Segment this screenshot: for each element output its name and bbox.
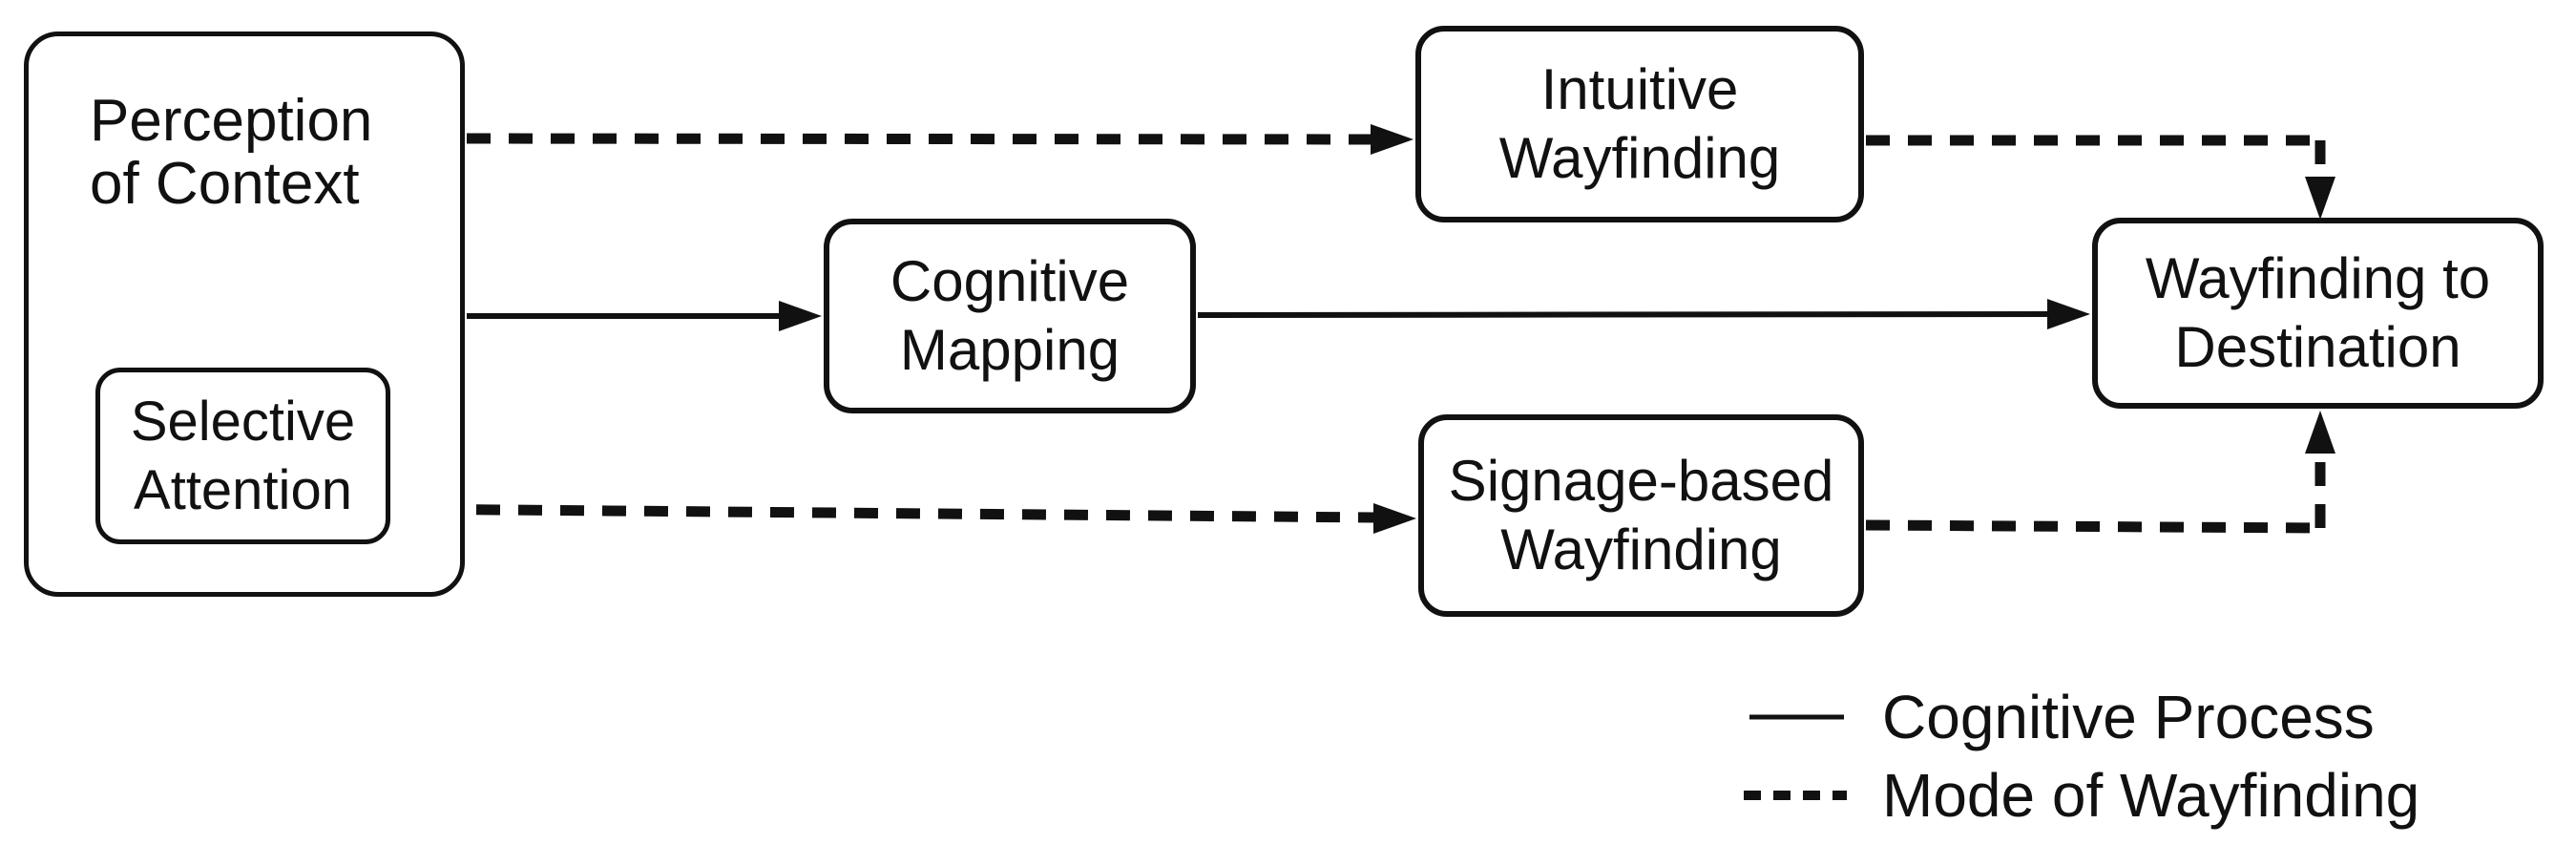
node-signage-based-wayfinding-label: Signage-based Wayfinding xyxy=(1448,449,1834,581)
node-cognitive-mapping-label: Cognitive Mapping xyxy=(890,249,1130,382)
node-selective-attention: Selective Attention xyxy=(95,368,390,544)
solid-line-swatch-icon xyxy=(1749,714,1844,720)
node-intuitive-wayfinding-label: Intuitive Wayfinding xyxy=(1498,57,1781,190)
legend-item-mode-of-wayfinding: Mode of Wayfinding xyxy=(1737,762,2419,829)
node-wayfinding-to-destination: Wayfinding to Destination xyxy=(2092,218,2544,409)
edge-cognitive-to-destination xyxy=(1197,299,2090,329)
legend-item-cognitive-process: Cognitive Process xyxy=(1737,684,2419,750)
node-signage-based-wayfinding: Signage-based Wayfinding xyxy=(1418,414,1864,617)
edge-signage-to-destination xyxy=(1865,411,2335,534)
edge-selective-to-signage xyxy=(391,503,1416,534)
edge-perception-to-cognitive xyxy=(467,301,822,331)
node-perception-of-context-label: Perception of Context xyxy=(90,88,373,217)
node-selective-attention-label: Selective Attention xyxy=(130,390,356,521)
edge-perception-to-intuitive xyxy=(466,124,1414,155)
dashed-line-swatch-icon xyxy=(1744,791,1847,800)
legend-label-mode-of-wayfinding: Mode of Wayfinding xyxy=(1882,761,2420,830)
legend: Cognitive Process Mode of Wayfinding xyxy=(1737,684,2419,829)
legend-label-cognitive-process: Cognitive Process xyxy=(1882,683,2375,751)
node-intuitive-wayfinding: Intuitive Wayfinding xyxy=(1415,26,1864,222)
node-wayfinding-to-destination-label: Wayfinding to Destination xyxy=(2145,246,2491,379)
node-cognitive-mapping: Cognitive Mapping xyxy=(824,219,1196,413)
edge-intuitive-to-destination xyxy=(1866,135,2335,220)
